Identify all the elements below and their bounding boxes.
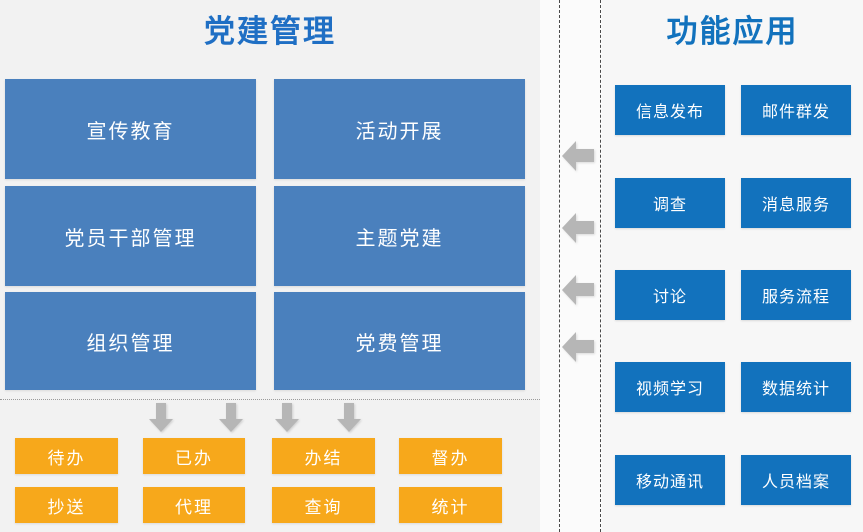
module-card-member-cadre-management[interactable]: 党员干部管理 — [5, 186, 256, 286]
workflow-button-supervision[interactable]: 督办 — [399, 438, 502, 474]
workflow-button-cc[interactable]: 抄送 — [15, 487, 118, 523]
module-card-party-dues-management[interactable]: 党费管理 — [274, 292, 525, 390]
module-card-activity-development[interactable]: 活动开展 — [274, 79, 525, 179]
page-title-party-building: 党建管理 — [204, 14, 336, 49]
module-card-publicity-education[interactable]: 宣传教育 — [5, 79, 256, 179]
app-button-video-learning[interactable]: 视频学习 — [615, 362, 725, 412]
app-button-data-statistics[interactable]: 数据统计 — [741, 362, 851, 412]
arrow-down-icon — [274, 403, 300, 433]
party-building-module-grid: 宣传教育 活动开展 党员干部管理 主题党建 组织管理 党费管理 — [5, 79, 525, 390]
app-button-service-process[interactable]: 服务流程 — [741, 270, 851, 320]
divider-dashed-line-left — [559, 0, 560, 532]
app-button-information-release[interactable]: 信息发布 — [615, 85, 725, 135]
workflow-button-agent[interactable]: 代理 — [143, 487, 245, 523]
arrow-left-icon — [561, 212, 595, 244]
arrow-down-icon — [336, 403, 362, 433]
arrow-down-icon — [148, 403, 174, 433]
module-card-organization-management[interactable]: 组织管理 — [5, 292, 256, 390]
left-panel-party-building: 党建管理 宣传教育 活动开展 党员干部管理 主题党建 组织管理 党费管理 待 — [0, 0, 540, 532]
workflow-button-completed[interactable]: 办结 — [272, 438, 375, 474]
app-button-survey[interactable]: 调查 — [615, 178, 725, 228]
app-button-discussion[interactable]: 讨论 — [615, 270, 725, 320]
right-panel-function-applications: 功能应用 信息发布 邮件群发 调查 消息服务 讨论 服务流程 视频学习 数据统计… — [602, 0, 863, 532]
down-arrow-row — [0, 403, 540, 435]
module-card-theme-party-building[interactable]: 主题党建 — [274, 186, 525, 286]
page-title-function-applications: 功能应用 — [666, 14, 799, 49]
panel-divider — [540, 0, 602, 532]
app-button-mobile-communication[interactable]: 移动通讯 — [615, 455, 725, 505]
application-button-grid: 信息发布 邮件群发 调查 消息服务 讨论 服务流程 视频学习 数据统计 移动通讯… — [615, 85, 851, 525]
workflow-button-query[interactable]: 查询 — [272, 487, 375, 523]
divider-dashed-line-right — [600, 0, 601, 532]
workflow-button-todo[interactable]: 待办 — [15, 438, 118, 474]
app-button-personnel-archive[interactable]: 人员档案 — [741, 455, 851, 505]
app-button-message-service[interactable]: 消息服务 — [741, 178, 851, 228]
workflow-button-statistics[interactable]: 统计 — [399, 487, 502, 523]
workflow-button-done[interactable]: 已办 — [143, 438, 245, 474]
arrow-left-icon — [561, 140, 595, 172]
workflow-button-grid: 待办 已办 办结 督办 抄送 代理 查询 统计 — [0, 435, 540, 530]
arrow-left-icon — [561, 331, 595, 363]
app-button-mass-email[interactable]: 邮件群发 — [741, 85, 851, 135]
arrow-down-icon — [218, 403, 244, 433]
arrow-left-icon — [561, 274, 595, 306]
